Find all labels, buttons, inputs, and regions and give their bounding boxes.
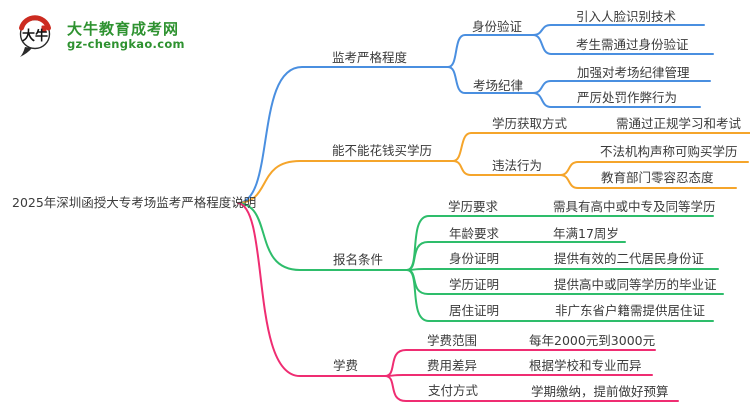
leaf-punish-cheating: 严厉处罚作弊行为: [577, 90, 678, 105]
child-education-proof: 学历证明: [449, 277, 500, 292]
leaf-highschool-or-equivalent: 需具有高中或中专及同等学历: [553, 199, 716, 214]
branch-supervision-level: 监考严格程度: [332, 50, 408, 65]
root-topic: 2025年深圳函授大专考场监考严格程度说明: [12, 195, 257, 210]
child-illegal-behavior: 违法行为: [492, 158, 543, 173]
leaf-must-pass-id-check: 考生需通过身份验证: [576, 37, 689, 52]
leaf-residence-permit: 非广东省户籍需提供居住证: [555, 303, 706, 318]
child-diploma-acquisition: 学历获取方式: [492, 116, 568, 131]
branch-lines-buy-diploma: [237, 132, 750, 204]
child-tuition-range: 学费范围: [427, 333, 478, 348]
branch-registration-conditions: 报名条件: [333, 252, 384, 267]
branch-lines-supervision: [237, 24, 714, 204]
child-fee-difference: 费用差异: [427, 358, 478, 373]
leaf-pay-per-semester: 学期缴纳，提前做好预算: [531, 384, 669, 399]
child-education-requirement: 学历要求: [448, 199, 499, 214]
leaf-varies-by-school-major: 根据学校和专业而异: [529, 358, 642, 373]
child-payment-method: 支付方式: [428, 383, 479, 398]
site-logo: 大牛 大牛教育成考网 gz-chengkao.com: [10, 10, 185, 60]
leaf-strengthen-discipline: 加强对考场纪律管理: [577, 65, 690, 80]
leaf-zero-tolerance: 教育部门零容忍态度: [601, 170, 714, 185]
child-identity-verification: 身份验证: [472, 19, 523, 34]
leaf-valid-id-card: 提供有效的二代居民身份证: [554, 251, 705, 266]
site-name: 大牛教育成考网: [67, 19, 180, 38]
leaf-face-recognition: 引入人脸识别技术: [576, 9, 677, 24]
site-domain: gz-chengkao.com: [67, 36, 185, 51]
branch-lines-registration: [237, 202, 724, 322]
child-exam-room-discipline: 考场纪律: [473, 78, 524, 93]
child-identity-proof: 身份证明: [449, 251, 500, 266]
branch-tuition: 学费: [333, 358, 359, 373]
speech-bubble-tail: [20, 47, 32, 57]
leaf-illegal-agencies: 不法机构声称可购买学历: [600, 144, 738, 159]
logo-mark-text: 大牛: [22, 28, 48, 44]
logo-red-seal: [41, 25, 47, 32]
logo-mark-icon: 大牛: [19, 15, 51, 57]
branch-lines-tuition: [237, 202, 679, 402]
leaf-formal-study-exam: 需通过正规学习和考试: [616, 116, 742, 131]
child-residence-proof: 居住证明: [449, 303, 500, 318]
branch-buy-diploma: 能不能花钱买学历: [332, 143, 433, 158]
leaf-age-17: 年满17周岁: [553, 226, 619, 241]
leaf-graduation-certificate: 提供高中或同等学历的毕业证: [554, 277, 717, 292]
leaf-2000-to-3000-per-year: 每年2000元到3000元: [529, 333, 656, 348]
child-age-requirement: 年龄要求: [449, 226, 500, 241]
logo-red-hat: [19, 15, 51, 31]
